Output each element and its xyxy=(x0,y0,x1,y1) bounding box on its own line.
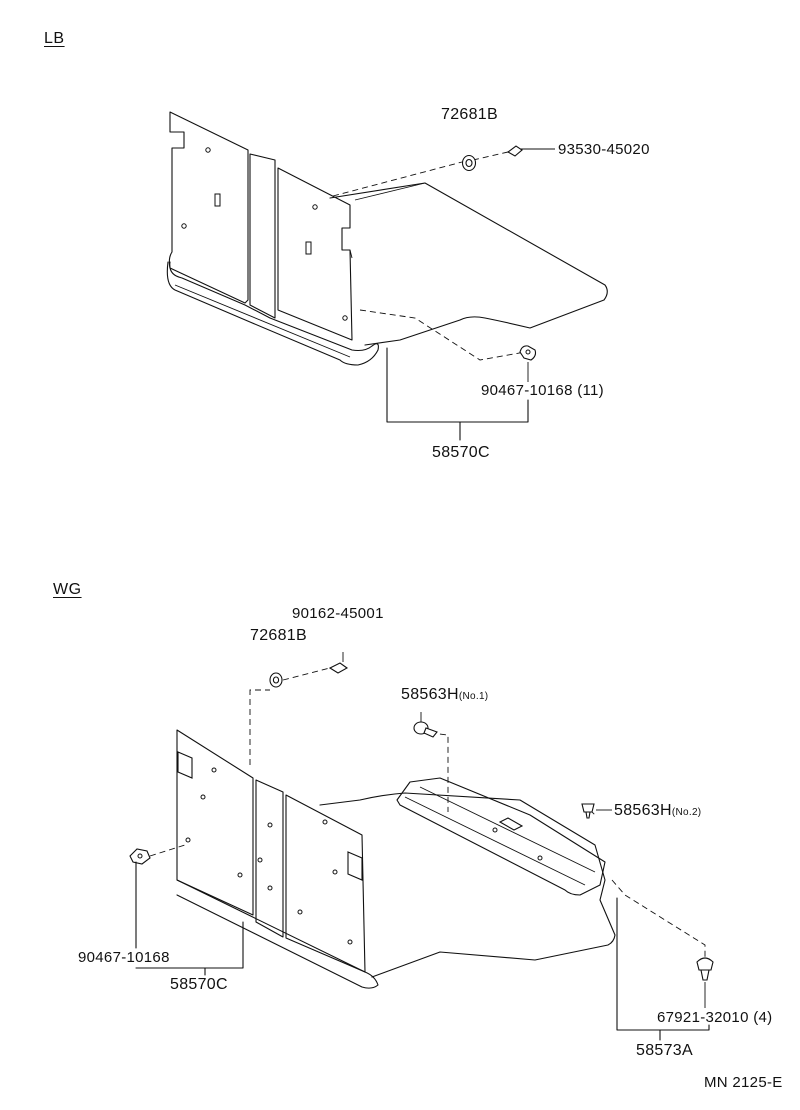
wg-part-58563h-no2-note: (No.2) xyxy=(671,807,702,818)
wg-part-67921-32010: 67921-32010 (4) xyxy=(657,1009,772,1026)
wg-clip-58563h-no1-icon xyxy=(413,712,438,738)
lb-floor-panel xyxy=(329,182,608,346)
lb-part-58570c: 58570C xyxy=(432,444,490,461)
lb-bottom-rail xyxy=(166,261,379,366)
lb-assembly xyxy=(166,111,608,441)
wg-screw-90162-icon xyxy=(328,652,349,674)
lb-board-left xyxy=(168,111,249,304)
lb-nut-90467-icon xyxy=(519,345,537,361)
section-label-wg: WG xyxy=(53,581,82,598)
wg-clip-58563h-no2-icon xyxy=(581,803,612,819)
lb-screw-93530-icon xyxy=(507,145,555,157)
lb-bracket-58570c xyxy=(386,347,529,423)
wg-part-58563h-no2-number: 58563H xyxy=(614,802,672,819)
footer-code: MN 2125-E xyxy=(704,1074,783,1091)
lb-clip-72681b-icon xyxy=(461,154,477,172)
lb-part-90467-10168: 90467-10168 (11) xyxy=(481,382,604,399)
wg-part-90467-10168: 90467-10168 xyxy=(78,949,170,966)
wg-part-58563h-no1-number: 58563H xyxy=(401,686,459,703)
wg-part-58570c: 58570C xyxy=(170,976,228,993)
wg-part-58563h-no1: 58563H(No.1) xyxy=(401,686,488,704)
wg-board-left xyxy=(176,729,254,916)
wg-bracket-58573a xyxy=(616,897,710,1031)
lb-part-90467-number: 90467-10168 xyxy=(481,382,573,399)
wg-nut-90467-icon xyxy=(129,848,151,865)
wg-part-58563h-no2: 58563H(No.2) xyxy=(614,802,701,820)
section-label-lb: LB xyxy=(44,30,65,47)
wg-part-58573a: 58573A xyxy=(636,1042,693,1059)
lb-part-72681b: 72681B xyxy=(441,106,498,123)
wg-part-90162-45001: 90162-45001 xyxy=(292,605,384,622)
wg-rear-rail xyxy=(396,777,606,896)
wg-bottom-rail xyxy=(176,879,379,989)
lb-board-middle xyxy=(249,153,276,319)
wg-assembly xyxy=(129,652,714,1041)
wg-part-58563h-no1-note: (No.1) xyxy=(458,691,489,702)
wg-bracket-58570c xyxy=(135,921,244,969)
lb-dashed-leader-top xyxy=(332,161,463,197)
wg-clip-67921-icon xyxy=(696,957,714,981)
wg-part-67921-number: 67921-32010 xyxy=(657,1009,749,1026)
wg-clip-72681b-icon xyxy=(269,672,283,688)
lb-part-90467-quantity: (11) xyxy=(577,382,604,399)
wg-board-middle xyxy=(255,779,284,938)
lb-board-right xyxy=(277,167,353,341)
wg-floor-panel xyxy=(319,792,616,978)
wg-part-67921-quantity: (4) xyxy=(753,1009,773,1026)
lb-dashed-leader-bottom xyxy=(359,309,526,361)
lb-part-93530-45020: 93530-45020 xyxy=(558,141,650,158)
wg-part-72681b: 72681B xyxy=(250,627,307,644)
